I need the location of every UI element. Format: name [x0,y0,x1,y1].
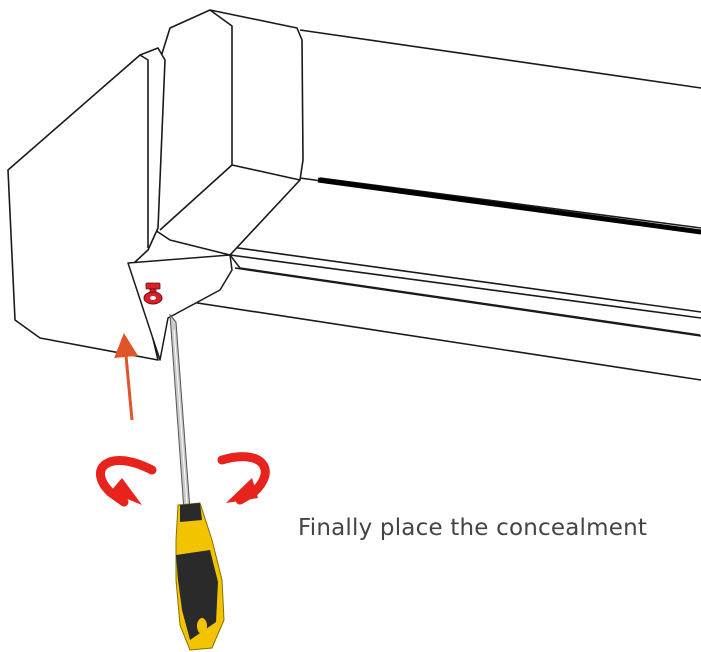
end-cap-right [154,9,304,256]
screw-icon [143,282,163,305]
rotate-counterclockwise-icon [96,456,157,507]
mounting-bracket [127,254,701,361]
rotate-clockwise-icon [217,452,270,505]
screwdriver-icon [169,313,225,651]
slot-line [317,177,701,235]
up-arrow-icon [114,333,139,421]
end-cap-left [7,47,166,361]
instruction-caption: Finally place the concealment [298,515,648,541]
